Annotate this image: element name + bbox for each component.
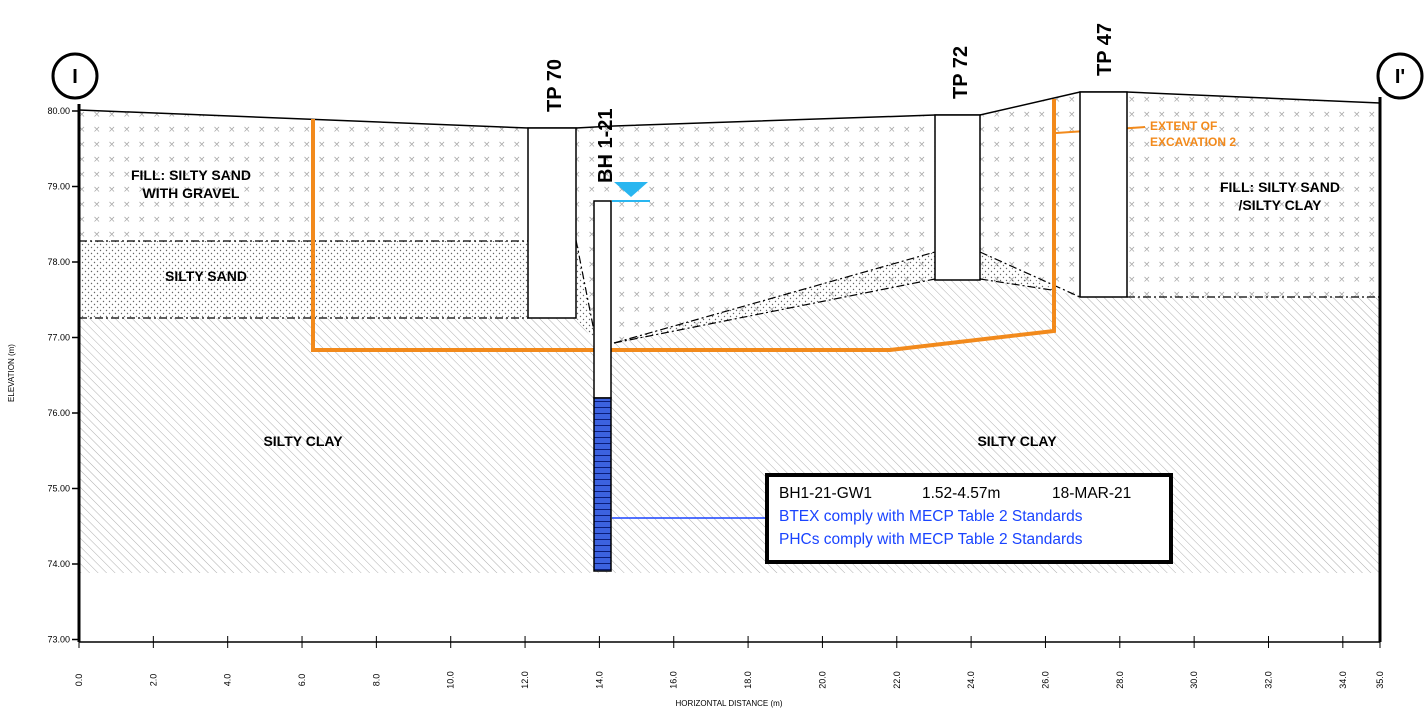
borehole-casing — [593, 200, 612, 399]
x-axis-ticks: 0.0 2.0 4.0 6.0 8.0 10.0 12.0 14.0 16.0 18.0 20.0 2… — [74, 636, 1385, 689]
test-pit-tp72-label: TP 72 — [950, 46, 972, 99]
x-tick-label: 20.0 — [817, 671, 827, 689]
x-tick-label: 12.0 — [520, 671, 530, 689]
y-tick-label: 74.00 — [47, 559, 70, 569]
sample-btex-result: BTEX comply with MECP Table 2 Standards — [779, 508, 1083, 525]
test-pit-tp70 — [527, 127, 577, 319]
x-axis-title: HORIZONTAL DISTANCE (m) — [676, 699, 783, 708]
sample-date: 18-MAR-21 — [1052, 485, 1131, 502]
y-tick-label: 76.00 — [47, 408, 70, 418]
silty-clay-layer — [79, 279, 1380, 573]
x-tick-label: 16.0 — [669, 671, 679, 689]
silty-sand-layer — [79, 241, 528, 318]
x-tick-label: 6.0 — [297, 674, 307, 687]
sample-phc-result: PHCs comply with MECP Table 2 Standards — [779, 531, 1083, 548]
soil-label-fill-right-1: FILL: SILTY SAND — [1220, 179, 1340, 195]
excavation-outline — [311, 99, 1056, 352]
layer-boundary-wedge-mid-bottom — [613, 278, 936, 344]
test-pit-tp70-label: TP 70 — [544, 59, 566, 112]
y-tick-label: 79.00 — [47, 182, 70, 192]
x-tick-label: 0.0 — [74, 674, 84, 687]
test-pit-tp72 — [934, 114, 981, 281]
sample-depth: 1.52-4.57m — [922, 485, 1000, 502]
layer-boundary-wedge-left — [575, 239, 597, 342]
water-level-icon — [614, 182, 648, 197]
sample-id: BH1-21-GW1 — [779, 485, 872, 502]
layer-boundary-wedge-right-bottom — [979, 278, 1059, 292]
x-tick-label: 34.0 — [1338, 671, 1348, 689]
soil-label-fill-left-2: WITH GRAVEL — [143, 185, 240, 201]
layer-boundary-wedge-mid-top — [613, 251, 936, 344]
x-tick-label: 35.0 — [1375, 671, 1385, 689]
y-axis-title: ELEVATION (m) — [7, 344, 16, 402]
y-tick-label: 77.00 — [47, 333, 70, 343]
x-tick-label: 26.0 — [1040, 671, 1050, 689]
y-tick-label: 75.00 — [47, 484, 70, 494]
excavation-label-1: EXTENT OF — [1150, 119, 1217, 133]
section-marker-end — [1376, 52, 1424, 100]
soil-label-fill-left-1: FILL: SILTY SAND — [131, 167, 251, 183]
test-pit-tp47 — [1079, 91, 1128, 298]
x-tick-label: 28.0 — [1115, 671, 1125, 689]
y-tick-label: 73.00 — [47, 635, 70, 645]
x-tick-label: 2.0 — [148, 674, 158, 687]
x-tick-label: 8.0 — [371, 674, 381, 687]
x-tick-label: 32.0 — [1263, 671, 1273, 689]
borehole-screen — [593, 397, 612, 572]
x-tick-label: 10.0 — [446, 671, 456, 689]
test-pit-tp47-label: TP 47 — [1094, 23, 1116, 76]
x-tick-label: 18.0 — [743, 671, 753, 689]
x-tick-label: 30.0 — [1189, 671, 1199, 689]
x-tick-label: 14.0 — [594, 671, 604, 689]
x-tick-label: 24.0 — [966, 671, 976, 689]
soil-label-fill-right-2: /SILTY CLAY — [1239, 197, 1323, 213]
section-marker-end-label: I' — [1395, 66, 1405, 88]
y-axis-ticks: 80.00 79.00 78.00 77.00 76.00 75.00 74.00 73.00 — [47, 106, 79, 645]
soil-label-silty-sand: SILTY SAND — [165, 268, 247, 284]
excavation-label-2: EXCAVATION 2 — [1150, 135, 1236, 149]
y-tick-label: 78.00 — [47, 257, 70, 267]
layer-boundary-wedge-right-top — [979, 251, 1081, 298]
silty-sand-wedge-tp72 — [980, 252, 1058, 291]
soil-label-silty-clay-left: SILTY CLAY — [263, 433, 343, 449]
x-tick-label: 22.0 — [892, 671, 902, 689]
y-tick-label: 80.00 — [47, 106, 70, 116]
section-marker-start — [51, 52, 99, 100]
sample-note-box — [765, 473, 1173, 564]
borehole-label: BH 1-21 — [595, 109, 617, 183]
section-marker-start-label: I — [72, 66, 78, 88]
soil-label-silty-clay-right: SILTY CLAY — [977, 433, 1057, 449]
x-tick-label: 4.0 — [223, 674, 233, 687]
